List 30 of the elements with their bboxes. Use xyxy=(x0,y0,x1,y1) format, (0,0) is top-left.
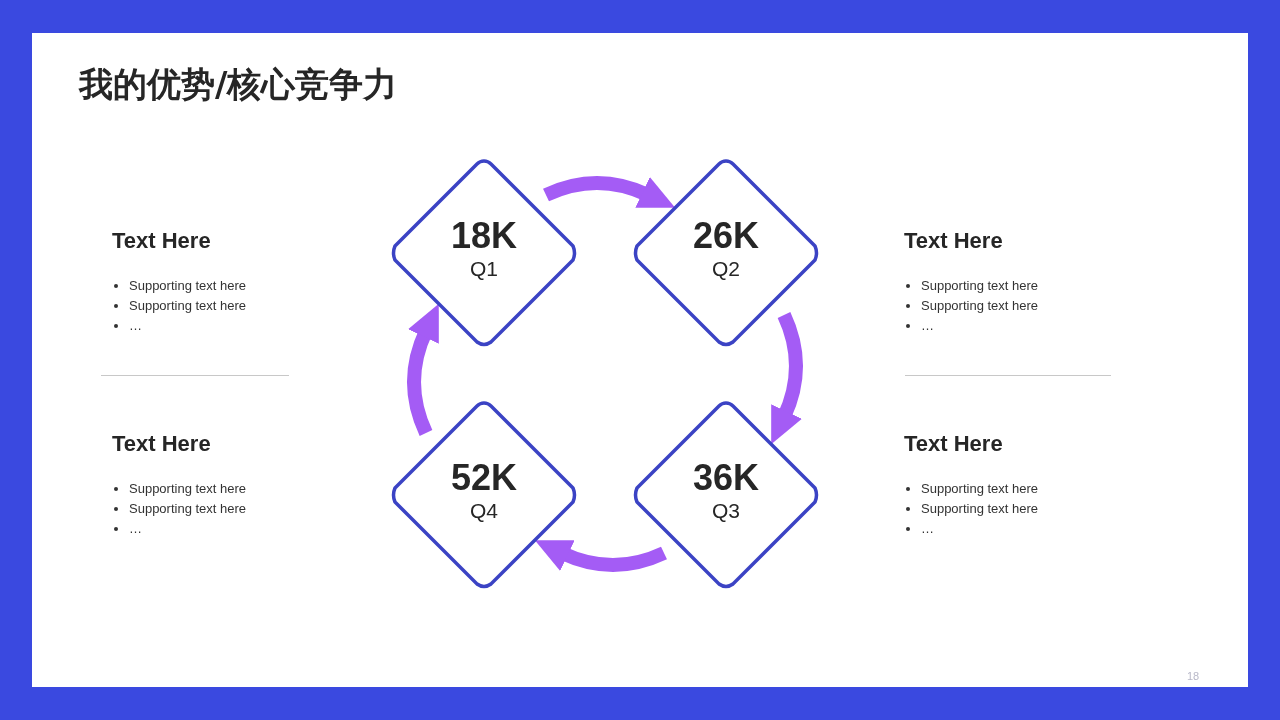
panel-heading: Text Here xyxy=(112,431,212,457)
value-text: 36K xyxy=(692,457,759,498)
quarter-text: Q3 xyxy=(712,498,740,525)
value-text: 26K xyxy=(692,215,759,256)
bullet-text: … xyxy=(921,521,934,536)
bullet-text: … xyxy=(129,318,142,333)
panel-heading: Text Here xyxy=(904,431,1004,457)
panel-heading: Text Here xyxy=(904,228,1004,254)
slide-title: 我的优势/核心竞争力 xyxy=(79,63,398,106)
quarter-text: Q1 xyxy=(470,256,498,283)
curved-arrow xyxy=(770,312,803,445)
bullet-text: Supporting text here xyxy=(921,501,1039,516)
quarter-text: Q2 xyxy=(712,256,740,283)
quarter-text: Q4 xyxy=(470,498,498,525)
bullet-text: … xyxy=(129,521,142,536)
bullet-text: … xyxy=(921,318,934,333)
bullet-text: Supporting text here xyxy=(129,481,247,496)
bullet-text: Supporting text here xyxy=(129,501,247,516)
bullet-text: Supporting text here xyxy=(921,481,1039,496)
value-text: 52K xyxy=(450,457,517,498)
bullet-text: Supporting text here xyxy=(921,278,1039,293)
bullet-text: Supporting text here xyxy=(921,298,1039,313)
page-number: 18 xyxy=(1187,670,1200,682)
curved-arrow xyxy=(407,303,440,436)
bullet-text: Supporting text here xyxy=(129,298,247,313)
curved-arrow xyxy=(534,539,667,572)
curved-arrow xyxy=(543,176,676,209)
bullet-text: Supporting text here xyxy=(129,278,247,293)
value-text: 18K xyxy=(450,215,517,256)
panel-heading: Text Here xyxy=(112,228,212,254)
